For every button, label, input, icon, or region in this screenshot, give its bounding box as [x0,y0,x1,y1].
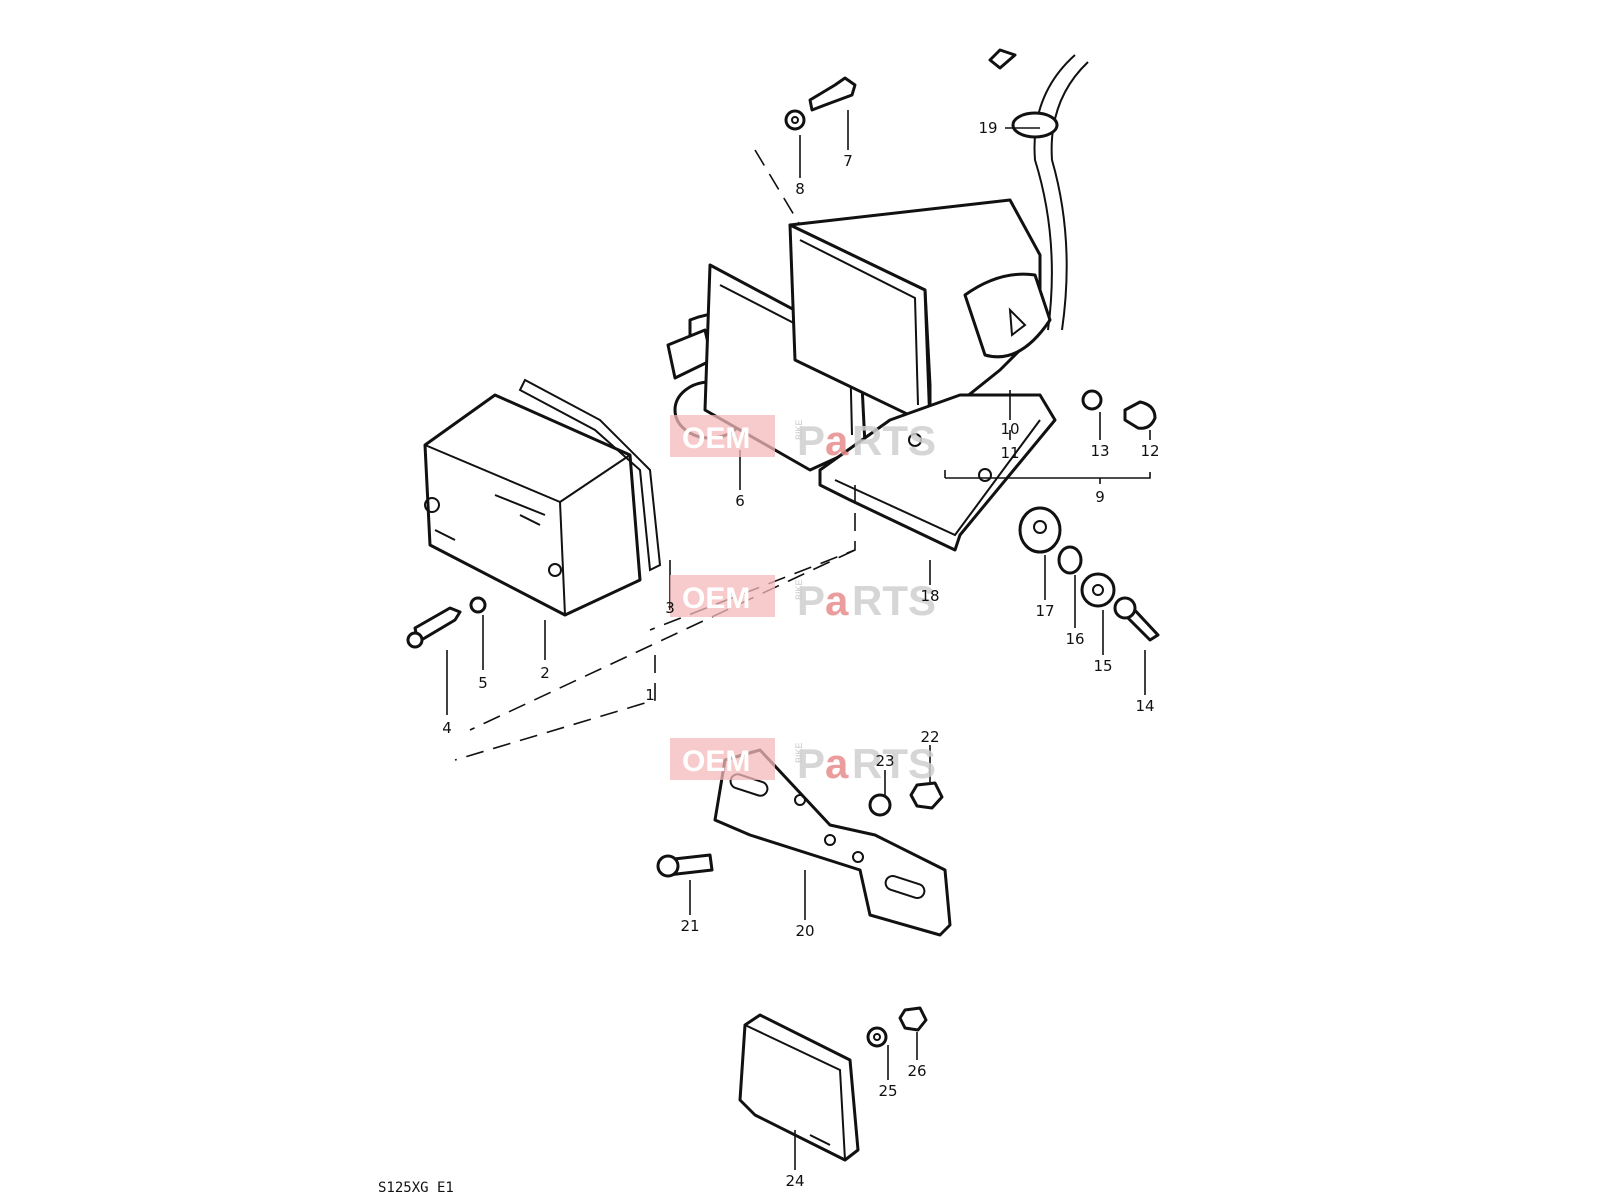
spacer-16 [1057,545,1083,575]
lamp-gasket [518,378,662,572]
callout-7: 7 [843,152,853,170]
watermark-oem-text: OEM [682,422,750,455]
watermark-a-text: a [825,740,849,787]
callout-4: 4 [442,719,452,737]
washer-5 [469,596,487,614]
callout-25: 25 [878,1082,897,1100]
watermark-bike-text: BIKE [794,419,804,440]
watermark-oem-text: OEM [682,582,750,615]
callout-19: 19 [978,119,997,137]
watermark-p-text: P [797,740,825,787]
callout-5: 5 [478,674,488,692]
callout-3: 3 [665,599,675,617]
watermark-p-text: P [797,577,825,624]
diagram-code-label: S125XG E1 [378,1180,454,1196]
callout-8: 8 [795,180,805,198]
watermark-middle: OEM BIKE P a RTS [670,575,936,624]
callout-26: 26 [907,1062,926,1080]
leader-lines [446,110,1151,1170]
lamp-lens [423,393,642,617]
nut-22 [909,781,944,810]
screw-7 [808,76,857,112]
callout-18: 18 [920,587,939,605]
callout-16: 16 [1065,630,1084,648]
callout-13: 13 [1090,442,1109,460]
watermark-rts-text: RTS [852,740,936,787]
callout-15: 15 [1093,657,1112,675]
watermark-bike-text: BIKE [794,579,804,600]
watermark-top: OEM BIKE P a RTS [670,415,936,464]
washer-8 [784,109,806,131]
watermark-rts-text: RTS [852,577,936,624]
callout-17: 17 [1035,602,1054,620]
watermark-a-text: a [825,417,849,464]
callout-9: 9 [1095,488,1105,506]
callout-20: 20 [795,922,814,940]
callout-11: 11 [1000,444,1019,462]
callout-23: 23 [875,752,894,770]
license-bracket [656,748,952,937]
watermark-a-text: a [825,577,849,624]
watermark-p-text: P [797,417,825,464]
cushion-17 [1018,506,1062,554]
reflector [738,1006,928,1162]
watermark-bike-text: BIKE [794,742,804,763]
callout-10: 10 [1000,420,1019,438]
nut-26 [898,1006,928,1032]
bolt-12 [1123,400,1157,430]
callout-labels: 1 2 3 4 5 6 7 8 9 10 11 12 13 14 15 16 1… [442,119,1159,1190]
callout-6: 6 [735,492,745,510]
callout-12: 12 [1140,442,1159,460]
watermark-bottom: OEM BIKE P a RTS [670,738,936,787]
callout-24: 24 [785,1172,804,1190]
washer-25 [866,1026,888,1048]
wire-harness [1033,54,1076,331]
callout-22: 22 [920,728,939,746]
callout-14: 14 [1135,697,1154,715]
watermark-rts-text: RTS [852,417,936,464]
grommet [1011,111,1059,139]
callout-21: 21 [680,917,699,935]
screw-4 [413,606,462,644]
callout-2: 2 [540,664,550,682]
washer-13 [1081,389,1103,411]
callout-1: 1 [645,686,655,704]
washer-15 [1080,572,1116,608]
washer-23 [868,793,892,817]
watermark-oem-text: OEM [682,745,750,778]
hardware [406,76,1160,649]
